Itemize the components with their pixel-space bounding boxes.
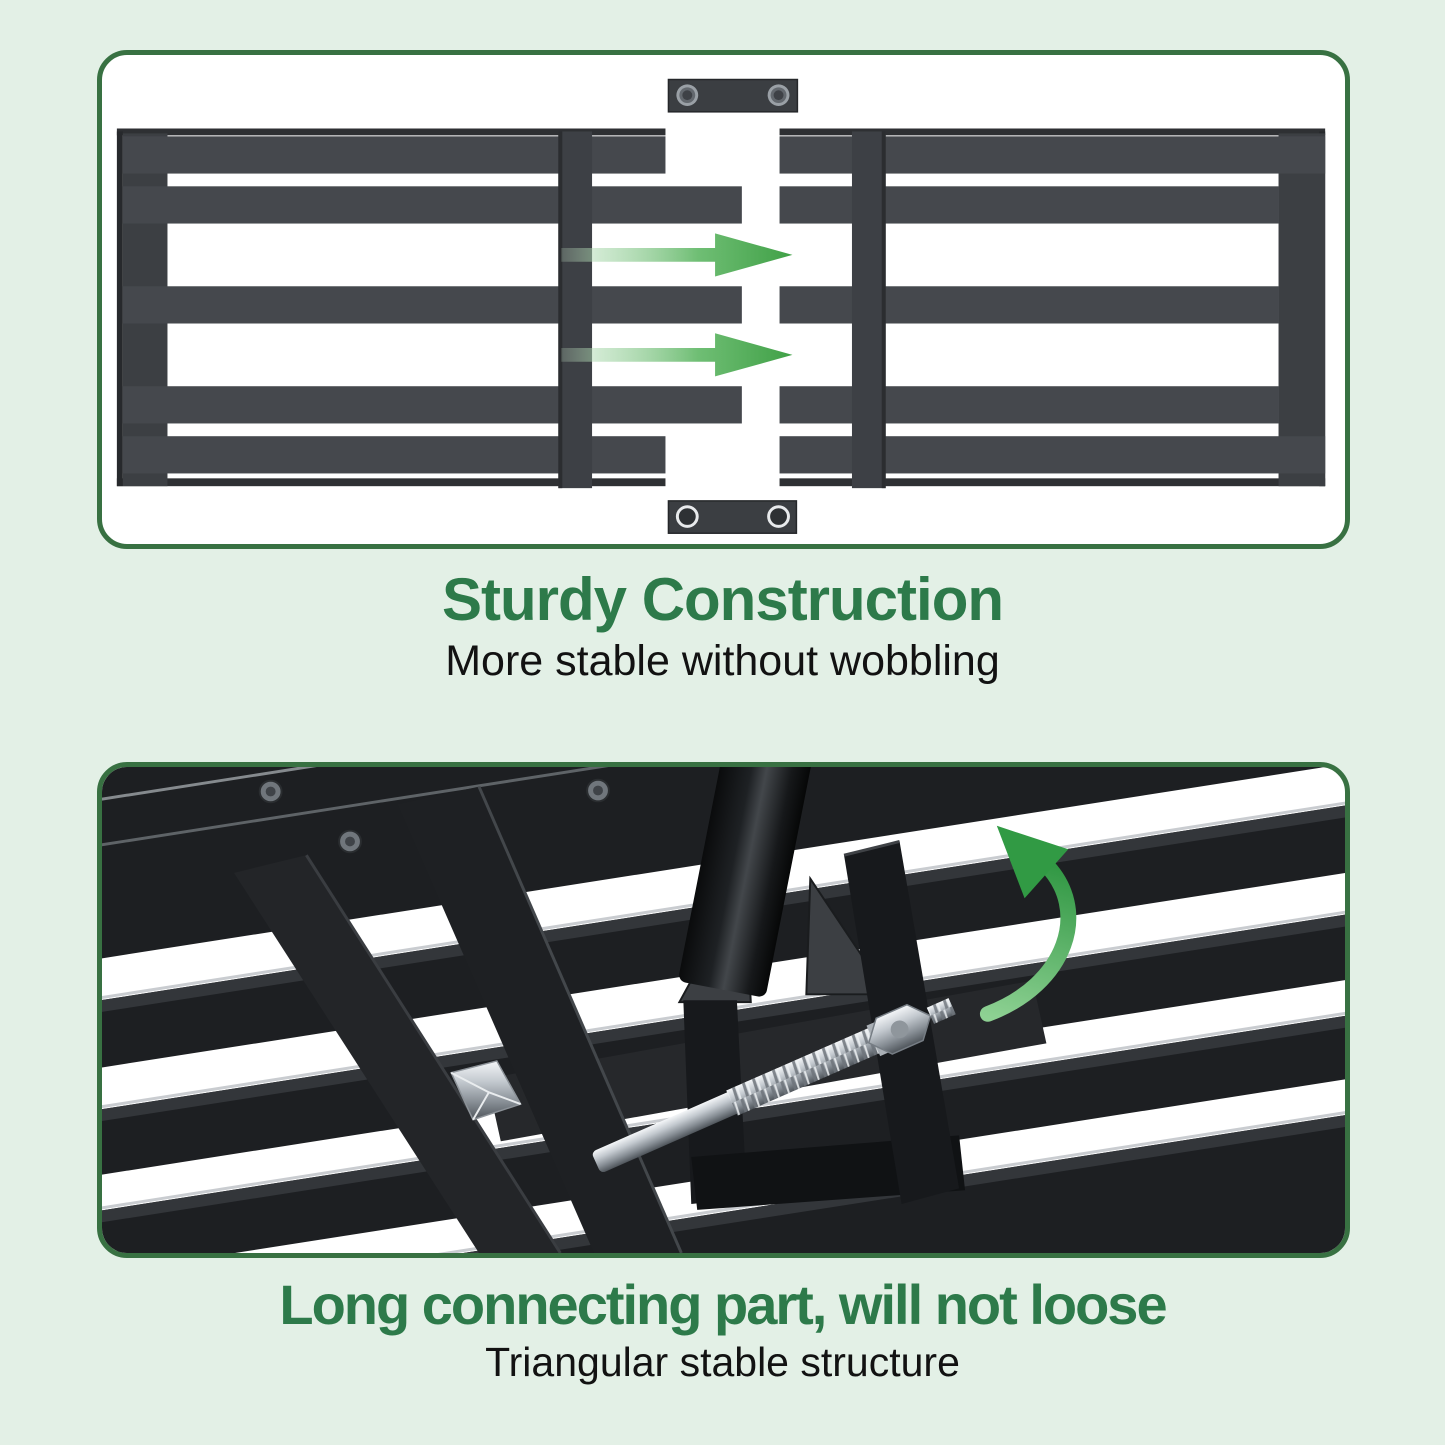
- section-subheading: Triangular stable structure: [485, 1338, 960, 1385]
- support-strap: [397, 786, 683, 1253]
- bolt-connection-illustration: [102, 767, 1345, 1253]
- feature-panel-sturdy: [97, 50, 1350, 549]
- right-arrow-icon: [561, 233, 793, 277]
- feature-panel-connection: [97, 762, 1350, 1258]
- section-heading: Long connecting part, will not loose: [279, 1273, 1167, 1336]
- hex-bolt-icon: [258, 779, 283, 804]
- bolt-icon: [676, 84, 699, 106]
- right-arrow-icon: [561, 333, 793, 377]
- hex-bolt-icon: [586, 778, 610, 803]
- support-strap: [233, 854, 562, 1253]
- threaded-rod: [592, 998, 956, 1173]
- hex-bolt-icon: [338, 829, 362, 854]
- bolt-hole-icon: [675, 505, 699, 528]
- section-subheading: More stable without wobbling: [445, 637, 1000, 685]
- right-frame-half: [779, 128, 1326, 489]
- top-connector-plate: [667, 78, 799, 113]
- leg-pole: [679, 767, 818, 997]
- frame-connection-diagram: [116, 78, 1326, 534]
- diamond-bolt-icon: [450, 1060, 522, 1121]
- bolt-icon: [767, 84, 790, 106]
- bottom-connector-plate: [667, 500, 798, 534]
- caption-sturdy: Sturdy Construction More stable without …: [0, 568, 1445, 684]
- section-heading: Sturdy Construction: [442, 566, 1004, 633]
- rotate-arrow-icon: [979, 825, 1077, 1022]
- bolt-hole-icon: [767, 505, 790, 528]
- caption-connection: Long connecting part, will not loose Tri…: [0, 1273, 1445, 1385]
- left-frame-half: [116, 128, 742, 489]
- hex-nut-icon: [867, 1003, 932, 1055]
